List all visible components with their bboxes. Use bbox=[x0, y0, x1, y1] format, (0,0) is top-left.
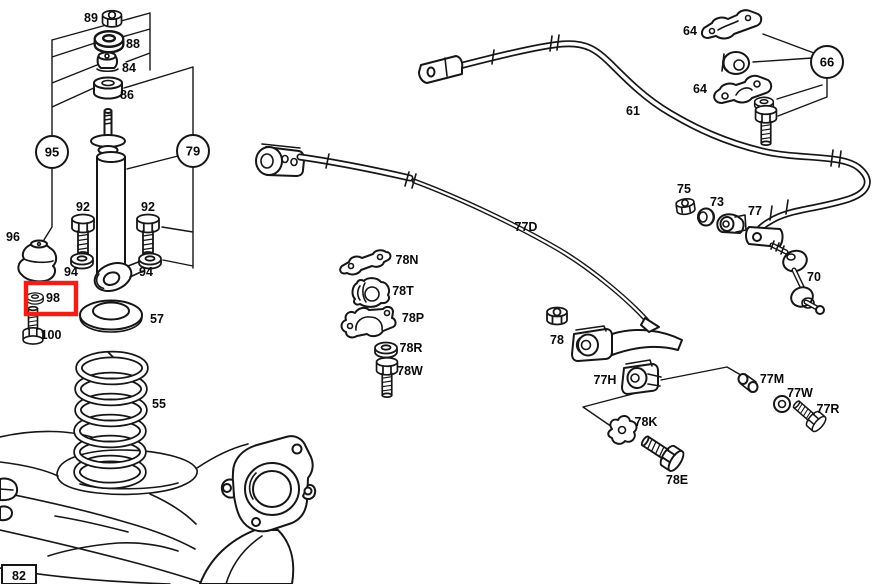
part-label-64a: 64 bbox=[683, 24, 697, 38]
part-label-88: 88 bbox=[126, 37, 140, 51]
part-label-100: 100 bbox=[41, 328, 62, 342]
part-label-78k: 78K bbox=[635, 415, 658, 429]
bolt-78e bbox=[636, 429, 688, 475]
reference-box-82: 82 bbox=[1, 564, 37, 584]
clamp-bracket-64-top bbox=[700, 9, 763, 40]
part-label-77w: 77W bbox=[787, 386, 813, 400]
bolt-66-group bbox=[754, 104, 778, 147]
part-label-82: 82 bbox=[12, 569, 26, 583]
strap-78n bbox=[339, 249, 392, 276]
part-label-77r: 77R bbox=[817, 402, 840, 416]
clamp-bracket-64-bottom bbox=[713, 74, 773, 104]
part-label-57: 57 bbox=[150, 312, 164, 326]
washer-78r bbox=[374, 341, 398, 359]
washer-88 bbox=[93, 30, 125, 54]
rubber-seat-57 bbox=[79, 299, 143, 333]
bracket-77 bbox=[716, 213, 747, 234]
part-label-98: 98 bbox=[46, 291, 60, 305]
part-label-78: 78 bbox=[550, 333, 564, 347]
part-label-78e: 78E bbox=[666, 473, 688, 487]
part-label-78n: 78N bbox=[396, 253, 419, 267]
control-arm bbox=[0, 430, 317, 584]
nut-75 bbox=[674, 196, 697, 217]
bolt-92-left bbox=[71, 213, 95, 257]
bushing-bracket-77h bbox=[621, 359, 662, 395]
shock-absorber bbox=[90, 108, 144, 292]
bushing-84 bbox=[96, 51, 119, 73]
bushing-78t bbox=[351, 277, 391, 308]
grommet-73 bbox=[697, 207, 715, 227]
bolt-78w bbox=[375, 356, 399, 399]
part-label-70: 70 bbox=[807, 270, 821, 284]
sleeve-77m bbox=[737, 373, 759, 393]
part-label-61: 61 bbox=[626, 104, 640, 118]
nut-89 bbox=[101, 9, 123, 28]
wing-retainer-78k bbox=[607, 415, 638, 445]
part-label-79: 79 bbox=[186, 144, 200, 159]
group-circle-95 bbox=[35, 135, 69, 169]
part-label-92a: 92 bbox=[76, 200, 90, 214]
leader-lines-stabilizer-group bbox=[582, 33, 828, 430]
part-label-77: 77 bbox=[748, 204, 762, 218]
stabilizer-link-70 bbox=[769, 240, 825, 315]
part-label-78t: 78T bbox=[392, 284, 414, 298]
part-label-73: 73 bbox=[710, 195, 724, 209]
rubber-bushing-64 bbox=[721, 51, 750, 75]
leader-lines-shock-group bbox=[41, 12, 194, 269]
part-label-95: 95 bbox=[45, 145, 59, 160]
part-label-78p: 78P bbox=[402, 311, 424, 325]
labels-layer: 89 88 84 86 92 92 94 94 96 98 100 57 55 61 64 64 75 73 77 7… bbox=[6, 11, 844, 487]
stabilizer-bar-61 bbox=[418, 34, 871, 248]
part-label-77m: 77M bbox=[760, 372, 784, 386]
group-circle-79 bbox=[176, 134, 210, 168]
torsion-bar-77d bbox=[255, 143, 660, 333]
part-label-55: 55 bbox=[152, 397, 166, 411]
part-label-92b: 92 bbox=[141, 200, 155, 214]
part-label-96: 96 bbox=[6, 230, 20, 244]
bolt-92-right bbox=[136, 213, 160, 257]
group-circle-66 bbox=[810, 45, 844, 79]
washer-77w bbox=[773, 395, 791, 413]
nut-78 bbox=[546, 306, 568, 326]
part-label-94b: 94 bbox=[139, 265, 153, 279]
rubber-ring-86 bbox=[93, 76, 123, 100]
part-label-78w: 78W bbox=[397, 364, 423, 378]
part-label-77d: 77D bbox=[515, 220, 538, 234]
part-label-86: 86 bbox=[120, 88, 134, 102]
bump-stop-96 bbox=[17, 239, 58, 283]
part-label-66: 66 bbox=[820, 55, 834, 70]
washer-98 bbox=[26, 292, 44, 305]
highlight-box-98 bbox=[23, 280, 79, 317]
part-label-77h: 77H bbox=[594, 373, 617, 387]
coil-spring-55 bbox=[73, 350, 149, 490]
part-label-75: 75 bbox=[677, 182, 691, 196]
clamp-78p bbox=[340, 305, 397, 339]
part-label-78r: 78R bbox=[400, 341, 423, 355]
part-label-89: 89 bbox=[84, 11, 98, 25]
lever-bracket-78-group bbox=[571, 325, 683, 362]
part-label-64b: 64 bbox=[693, 82, 707, 96]
part-label-94a: 94 bbox=[64, 265, 78, 279]
part-label-84: 84 bbox=[122, 61, 136, 75]
